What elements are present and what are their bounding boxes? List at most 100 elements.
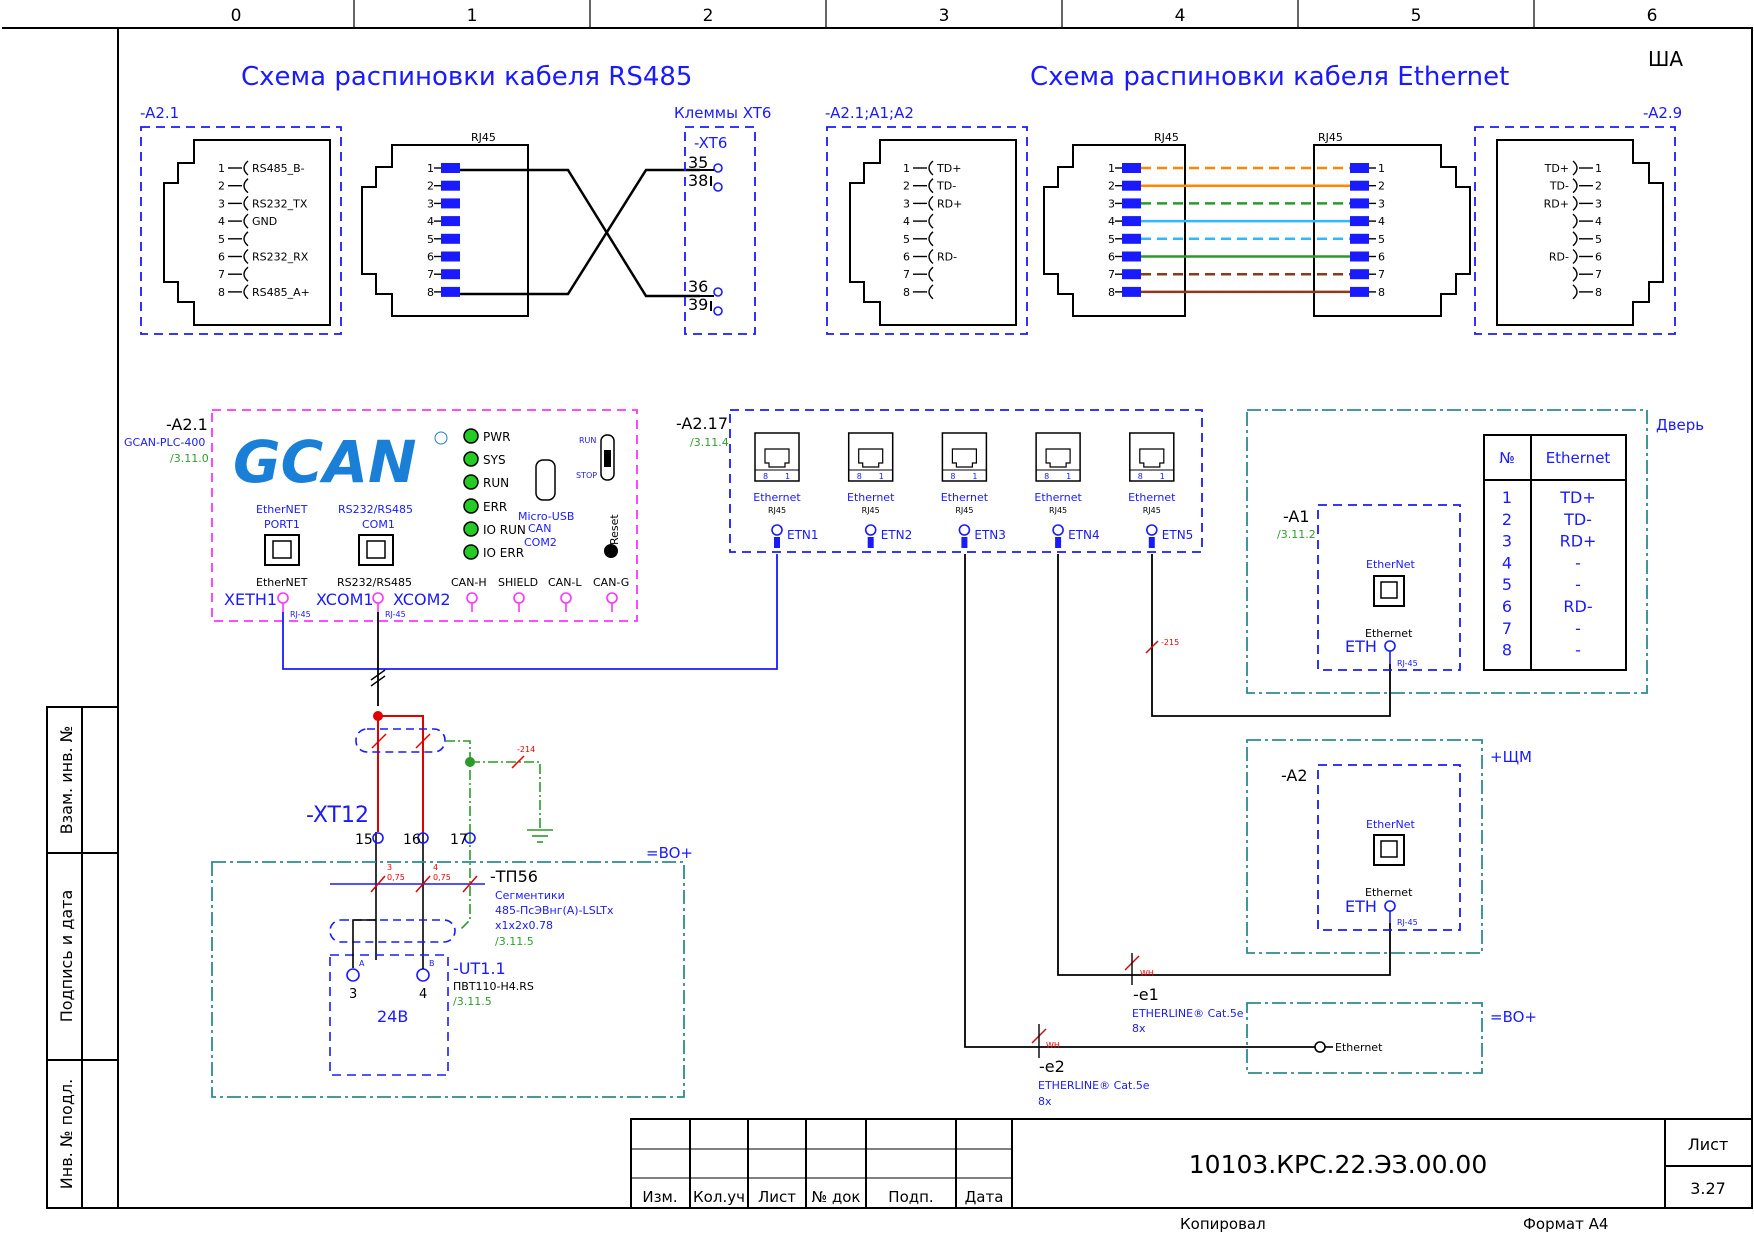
plc-bottom-rs232: RS232/RS485 [337, 576, 412, 589]
plc-ports [264, 534, 394, 566]
rj45-pin-number: 8 [427, 286, 434, 299]
pin-number: 7 [218, 268, 225, 281]
led-run-icon [463, 474, 479, 490]
xcom1-rj45: RJ-45 [385, 610, 406, 619]
ut11-xref: /3.11.5 [453, 995, 492, 1008]
switch-xref: /3.11.4 [690, 436, 729, 449]
port1-label-a: EtherNET [256, 503, 308, 516]
table-cell-no: 4 [1502, 553, 1512, 572]
port-label: Ethernet [847, 491, 895, 504]
wire-marks [1031, 640, 1159, 1044]
eth-right-pin-number: 2 [1378, 180, 1385, 193]
door-port-icon [1373, 575, 1405, 607]
wire3-num: 3 [387, 863, 392, 872]
col-4: 4 [1175, 6, 1186, 26]
rj45-socket-icon [754, 432, 800, 482]
pin-number: 6 [1595, 251, 1602, 264]
port-name: ETN1 [787, 528, 819, 542]
pin-number: 8 [218, 286, 225, 299]
rj45-pin-number: 4 [427, 215, 434, 228]
led-label-err: ERR [483, 500, 507, 514]
eth-right-pin-number: 5 [1378, 233, 1385, 246]
pin-label: TD- [1549, 180, 1569, 193]
eth-left-pin-number: 4 [1108, 215, 1115, 228]
led-pwr-icon [463, 428, 479, 444]
port-pin-8: 8 [950, 472, 955, 481]
eth-right-ref: -A2.9 [1643, 104, 1682, 122]
plc-terminals [277, 592, 618, 612]
rj45-socket-icon [1035, 432, 1081, 482]
table-cell-no: 7 [1502, 619, 1512, 638]
port-label: Ethernet [1128, 491, 1176, 504]
eth-left-contact [1122, 180, 1141, 191]
port-pin-1: 1 [879, 472, 884, 481]
pin-hook-icon [1572, 231, 1578, 247]
pin-hook-icon [928, 248, 934, 265]
rj45-pin-number: 5 [427, 233, 434, 246]
shm-eth-label: ETH [1345, 897, 1377, 916]
pin-number: 4 [903, 215, 910, 228]
table-cell-signal: TD+ [1559, 488, 1596, 507]
door-rj45: RJ-45 [1397, 659, 1418, 668]
tp56-xref: /3.11.5 [495, 935, 534, 948]
xeth1-label: XETH1 [224, 590, 277, 609]
network-wiring [282, 554, 1391, 1048]
tp56-shield [329, 919, 456, 943]
pin-hook-icon [243, 213, 249, 229]
port-name: ETN5 [1162, 528, 1194, 542]
copied-label: Копировал [1180, 1215, 1266, 1233]
ut-24v: 24В [377, 1007, 408, 1026]
pin-hook-icon [1572, 178, 1578, 194]
bo-left-title: =BO+ [646, 844, 693, 862]
door-eth-terminal [1384, 640, 1396, 652]
shm-ref: -A2 [1281, 766, 1308, 785]
xt6-ref: -XT6 [694, 134, 727, 152]
e2-count: 8x [1038, 1095, 1052, 1108]
micro-usb-label: Micro-USB [518, 510, 574, 523]
rj45-pin-number: 3 [427, 197, 434, 210]
eth-left-contact [1122, 233, 1141, 244]
xcom1-label: XCOM1 [316, 590, 374, 609]
switch-frame [729, 409, 1203, 553]
col-6: 6 [1647, 6, 1658, 26]
table-cell-no: 2 [1502, 510, 1512, 529]
pin-number: 2 [218, 180, 225, 193]
eth-left-contact [1122, 251, 1141, 262]
door-xref: /3.11.2 [1277, 528, 1316, 541]
bo-right-terminal [1314, 1041, 1326, 1053]
ut11-model: ПВТ110-Н4.RS [453, 980, 534, 993]
column-ruler: 0 1 2 3 4 5 6 [231, 0, 1658, 28]
wire-215-label: -215 [1161, 638, 1179, 647]
eth-rj45-left: RJ45 [1154, 131, 1179, 144]
bo-right-frame [1246, 1002, 1483, 1074]
led-ioerr-icon [463, 544, 479, 560]
pin-hook-icon [1572, 248, 1578, 265]
xt12-terminals: 15 16 17 [355, 832, 476, 848]
rj45-socket-icon [941, 432, 988, 482]
pin-number: 1 [1595, 162, 1602, 175]
pin-number: 2 [903, 180, 910, 193]
xt6-terminals: 35 38 36 39 [688, 153, 723, 316]
port-pin-1: 1 [1066, 472, 1071, 481]
rj45-pin-contact [441, 198, 460, 209]
pin-number: 4 [218, 215, 225, 228]
col-0: 0 [231, 6, 242, 26]
shm-device-frame [1317, 764, 1461, 931]
can-label-b: COM2 [524, 536, 557, 549]
pin-label: RS232_TX [252, 197, 308, 210]
wire3-size: 0,75 [387, 873, 405, 882]
com1-label-a: RS232/RS485 [338, 503, 413, 516]
side-stamp: Взам. инв. № Подпись и дата Инв. № подл. [46, 706, 119, 1209]
eth-left-pin-number: 6 [1108, 251, 1115, 264]
com1-port-icon [358, 534, 394, 566]
eth-left-connector [849, 139, 1017, 326]
eth-right-contact [1350, 216, 1369, 227]
pin-hook-icon [243, 248, 249, 265]
shm-ethernet-label: EtherNet [1366, 818, 1416, 831]
rs485-left-ref: -A2.1 [140, 104, 179, 122]
title-block: Изм. Кол.уч Лист № док Подп. Дата 10103.… [630, 1118, 1753, 1233]
